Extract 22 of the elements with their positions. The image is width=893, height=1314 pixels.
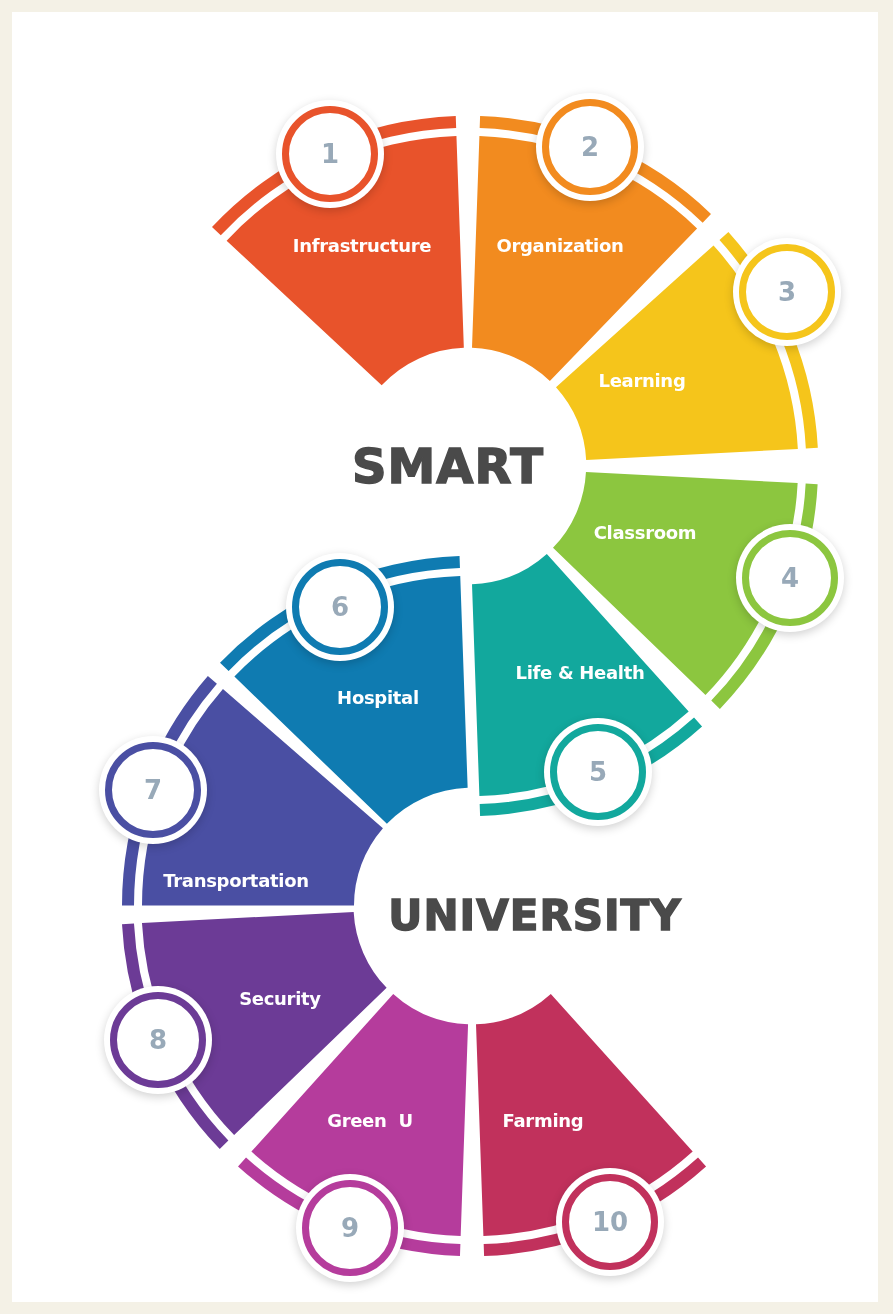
segment-label: Hospital: [337, 686, 419, 708]
step-number: 8: [148, 1025, 168, 1055]
segment-label: Security: [239, 987, 321, 1009]
step-number: 6: [330, 592, 350, 622]
step-number: 5: [588, 757, 608, 787]
segment-label: Learning: [598, 369, 686, 391]
segment-label: Organization: [496, 234, 624, 256]
segment-label: Farming: [502, 1109, 584, 1131]
step-number: 3: [777, 277, 797, 307]
step-number: 4: [780, 563, 800, 593]
segment-label: Classroom: [593, 521, 697, 543]
segment-label: Life & Health: [515, 661, 645, 683]
heading-word: SMART: [352, 438, 544, 494]
segment-label: Transportation: [163, 869, 309, 891]
step-number: 7: [143, 775, 163, 805]
segment-label: Infrastructure: [292, 234, 432, 256]
step-number: 10: [591, 1207, 629, 1237]
step-number: 1: [320, 139, 340, 169]
step-number: 2: [580, 132, 600, 162]
heading-word: UNIVERSITY: [388, 890, 682, 940]
step-number: 9: [340, 1213, 360, 1243]
segment-label: Green U: [327, 1109, 413, 1131]
